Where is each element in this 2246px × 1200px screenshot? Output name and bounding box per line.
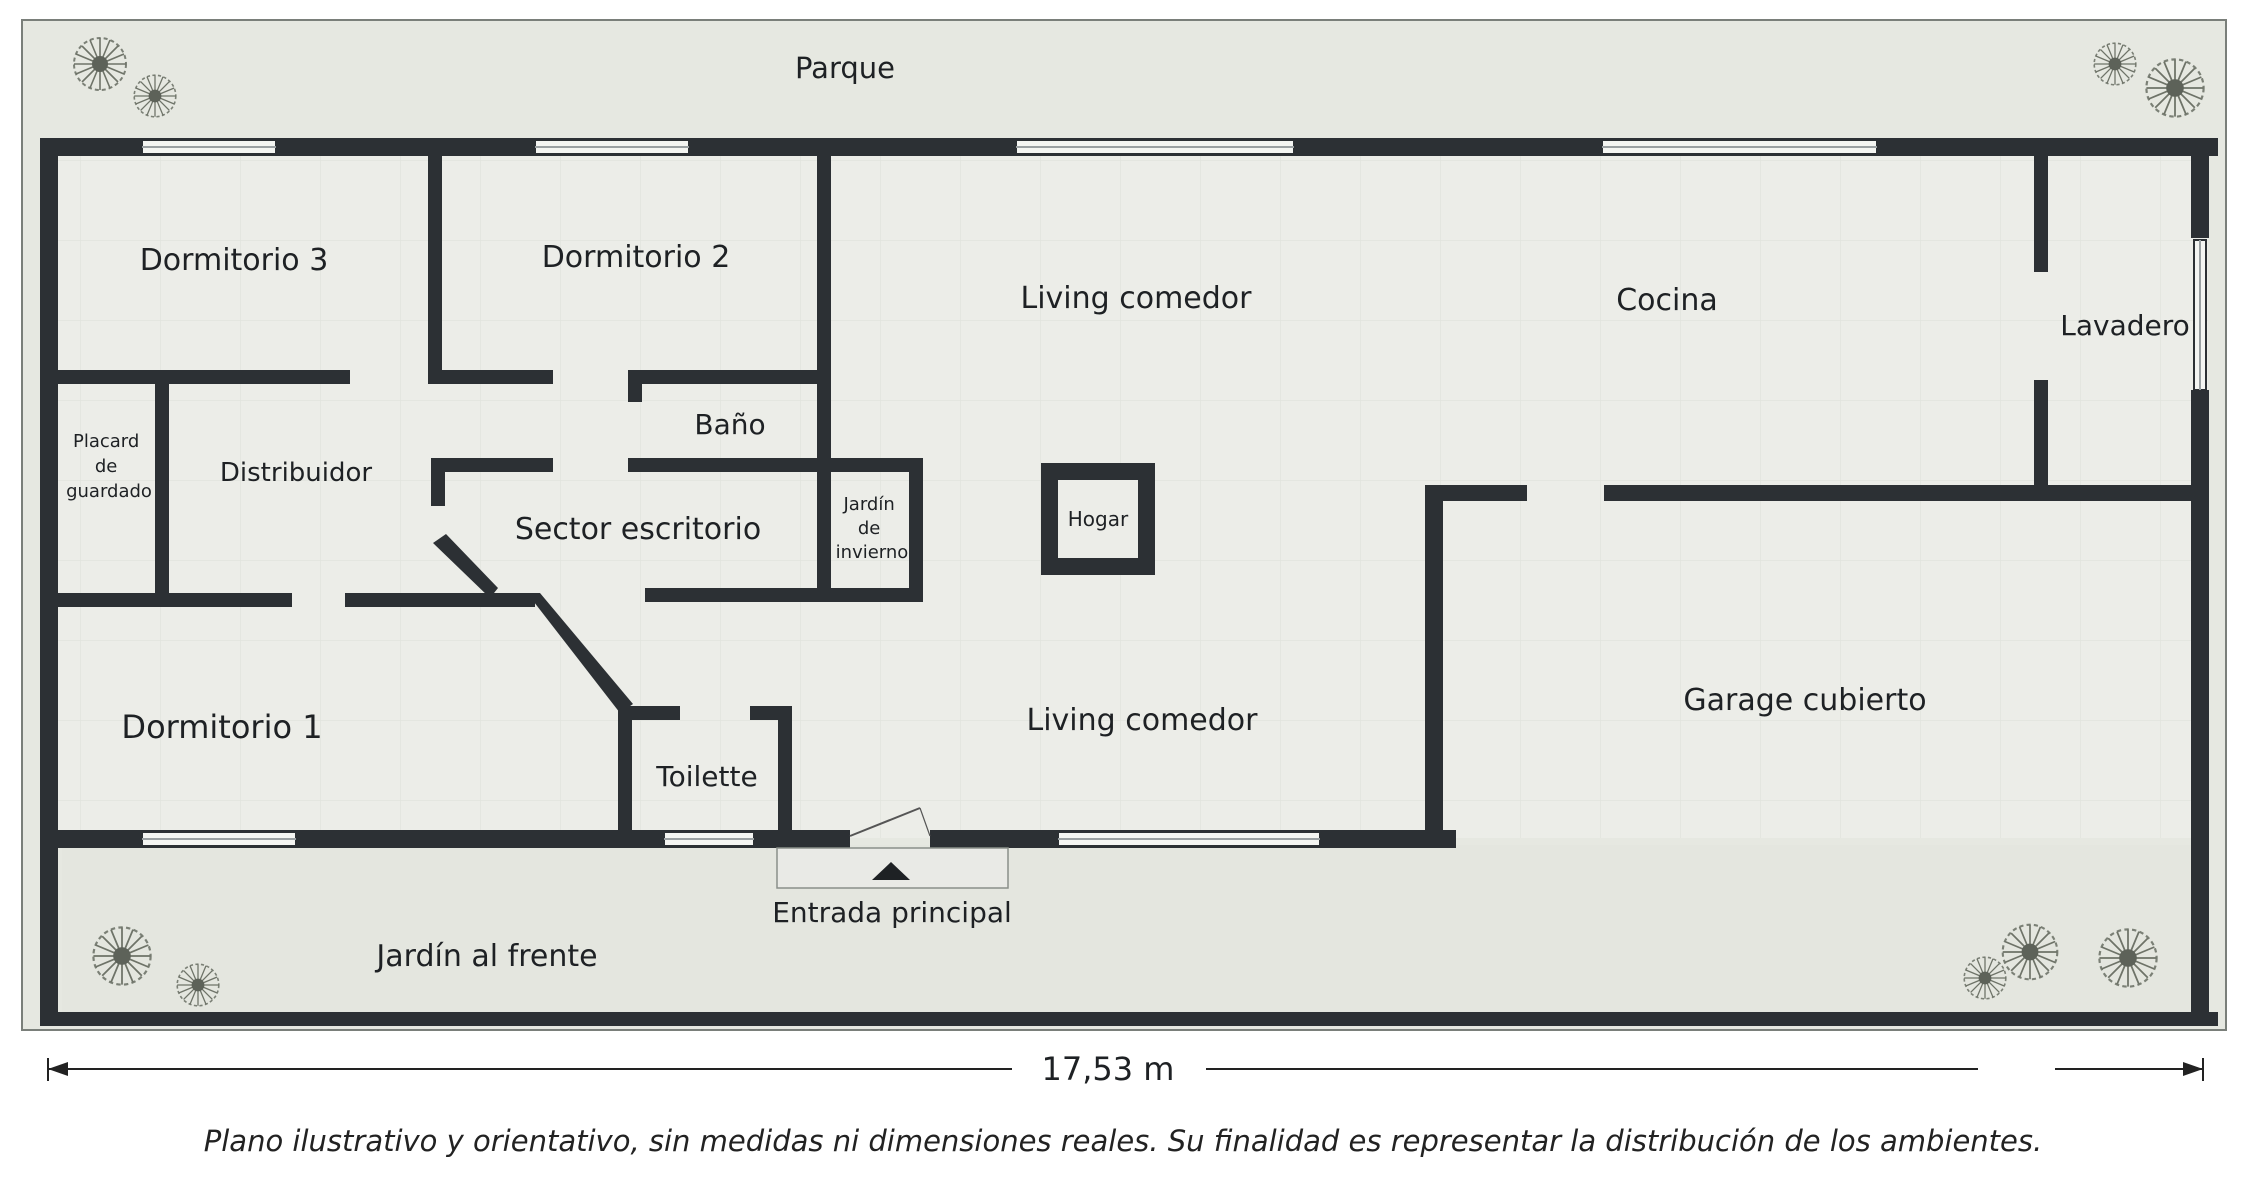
label-entrada-principal: Entrada principal bbox=[772, 896, 1012, 929]
windows bbox=[141, 139, 2207, 847]
dimension-label: 17,53 m bbox=[1042, 1050, 1175, 1088]
label-placard-line-2: de bbox=[95, 456, 118, 477]
main-entrance bbox=[776, 807, 1009, 889]
front-garden-area bbox=[62, 845, 2192, 1020]
label-jardin-al-frente: Jardín al frente bbox=[374, 939, 597, 974]
label-dormitorio-1: Dormitorio 1 bbox=[121, 708, 322, 746]
label-toilette: Toilette bbox=[655, 760, 757, 793]
label-jardin-invierno-line-3: invierno bbox=[836, 542, 909, 563]
label-living-comedor-bottom: Living comedor bbox=[1027, 703, 1259, 738]
dimension-line: 17,53 m bbox=[47, 1050, 2204, 1088]
label-parque: Parque bbox=[795, 51, 895, 85]
label-bano: Baño bbox=[694, 408, 765, 441]
label-dormitorio-3: Dormitorio 3 bbox=[140, 243, 329, 278]
label-distribuidor: Distribuidor bbox=[220, 458, 373, 488]
label-jardin-invierno-line-2: de bbox=[858, 518, 881, 539]
label-placard: Placard de guardado bbox=[66, 431, 152, 502]
disclaimer-note: Plano ilustrativo y orientativo, sin med… bbox=[203, 1124, 2043, 1158]
label-lavadero: Lavadero bbox=[2060, 309, 2190, 342]
walls bbox=[40, 138, 2218, 1026]
label-living-comedor-top: Living comedor bbox=[1021, 281, 1253, 316]
label-jardin-invierno: Jardín de invierno bbox=[836, 494, 909, 563]
label-sector-escritorio: Sector escritorio bbox=[515, 512, 761, 547]
label-placard-line-1: Placard bbox=[73, 431, 139, 452]
label-hogar: Hogar bbox=[1068, 507, 1129, 531]
label-jardin-invierno-line-1: Jardín bbox=[843, 494, 895, 515]
label-dormitorio-2: Dormitorio 2 bbox=[542, 240, 731, 275]
label-garage-cubierto: Garage cubierto bbox=[1683, 683, 1926, 718]
label-cocina: Cocina bbox=[1616, 283, 1718, 318]
label-placard-line-3: guardado bbox=[66, 481, 152, 502]
entrance-arrow-icon bbox=[872, 862, 910, 880]
